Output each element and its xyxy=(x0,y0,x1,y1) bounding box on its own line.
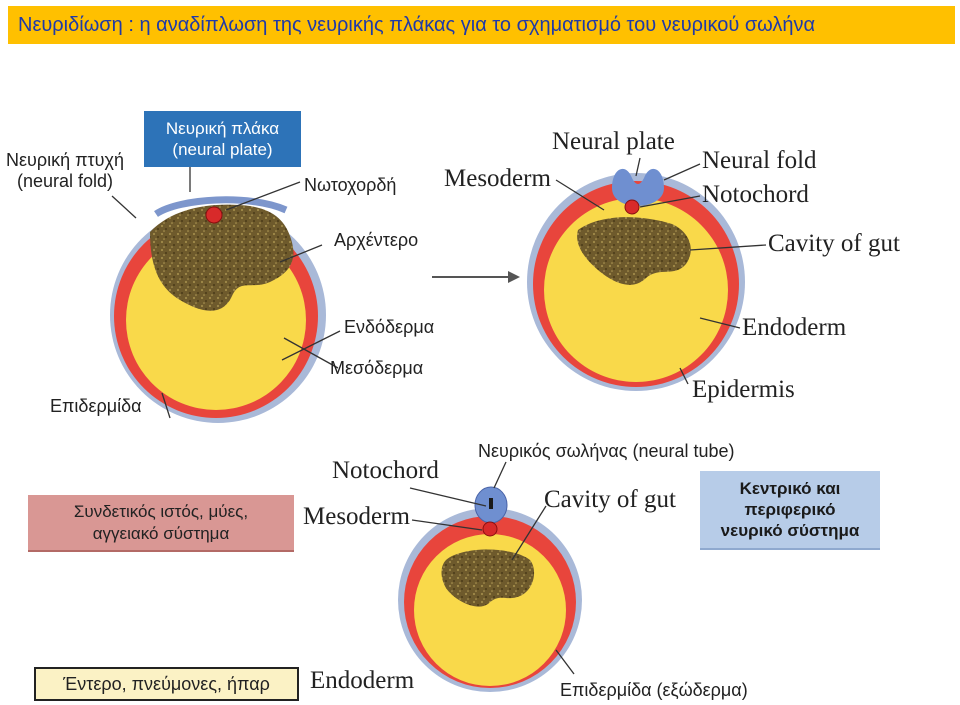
en-neural-fold-label: Neural fold xyxy=(702,147,817,174)
en-cavity-top-label: Cavity of gut xyxy=(768,230,900,257)
en-endoderm-bottom-label: Endoderm xyxy=(310,667,415,694)
page-title: Νευριδίωση : η αναδίπλωση της νευρικής π… xyxy=(18,13,816,36)
en-notochord-bottom-label: Notochord xyxy=(332,457,439,484)
nervous-system-line3: νευρικό σύστημα xyxy=(720,521,860,541)
en-epidermis-label: Epidermis xyxy=(692,376,795,403)
en-cavity-bottom-label: Cavity of gut xyxy=(544,486,676,513)
connective-tissue-box: Συνδετικός ιστός, μύες, αγγειακό σύστημα xyxy=(28,495,294,552)
embryo2-gut-cavity xyxy=(577,217,691,285)
embryo2-notochord xyxy=(624,199,640,215)
en-notochord-top-label: Notochord xyxy=(702,181,809,208)
archenteron-label: Αρχέντερο xyxy=(334,230,419,250)
neural-fold-label-line2: (neural fold) xyxy=(16,170,113,191)
neural-plate-box-line2: (neural plate) xyxy=(172,140,273,159)
embryo1-notochord xyxy=(205,206,223,224)
embryo1-archenteron xyxy=(150,204,294,311)
embryo3-notochord xyxy=(482,521,498,537)
en-mesoderm-bottom-label: Mesoderm xyxy=(303,503,410,530)
gut-organs-text: Έντερο, πνεύμονες, ήπαρ xyxy=(63,673,270,694)
leader-lines xyxy=(111,157,767,675)
embryo3-neural-canal xyxy=(489,498,493,509)
embryo1-neural-plate xyxy=(154,196,288,218)
notochord-label: Νωτοχορδή xyxy=(304,175,397,195)
title-bar: Νευριδίωση : η αναδίπλωση της νευρικής π… xyxy=(8,6,955,44)
embryo3-gut-cavity xyxy=(441,549,535,607)
embryo2-neural-plate xyxy=(612,168,664,206)
embryo-neural-tube xyxy=(398,486,582,692)
epidermis-ectoderm-label: Επιδερμίδα (εξώδερμα) xyxy=(560,680,748,700)
neural-fold-label: Νευρική πτυχή (neural fold) xyxy=(6,150,124,191)
nervous-system-box: Κεντρικό και περιφερικό νευρικό σύστημα xyxy=(700,471,880,550)
endoderm-label: Ενδόδερμα xyxy=(344,317,435,337)
mesoderm-label: Μεσόδερμα xyxy=(330,358,424,378)
connective-tissue-line2: αγγειακό σύστημα xyxy=(92,523,230,543)
gut-organs-box: Έντερο, πνεύμονες, ήπαρ xyxy=(34,667,299,701)
neural-plate-box-line1: Νευρική πλάκα xyxy=(165,118,280,138)
connective-tissue-line1: Συνδετικός ιστός, μύες, xyxy=(73,502,249,522)
embryo-early xyxy=(110,196,326,423)
nervous-system-line1: Κεντρικό και xyxy=(739,478,841,498)
nervous-system-line2: περιφερικό xyxy=(744,499,836,519)
neural-fold-label-line1: Νευρική πτυχή xyxy=(6,150,124,170)
embryo-neural-fold xyxy=(527,168,745,391)
en-endoderm-top-label: Endoderm xyxy=(742,314,847,341)
en-neural-plate-label: Neural plate xyxy=(552,128,675,155)
epidermis-label: Επιδερμίδα xyxy=(50,396,142,416)
en-mesoderm-top-label: Mesoderm xyxy=(444,165,551,192)
neural-plate-box: Νευρική πλάκα (neural plate) xyxy=(144,111,301,167)
neural-tube-label: Νευρικός σωλήνας (neural tube) xyxy=(478,441,735,461)
progression-arrow xyxy=(432,271,520,283)
